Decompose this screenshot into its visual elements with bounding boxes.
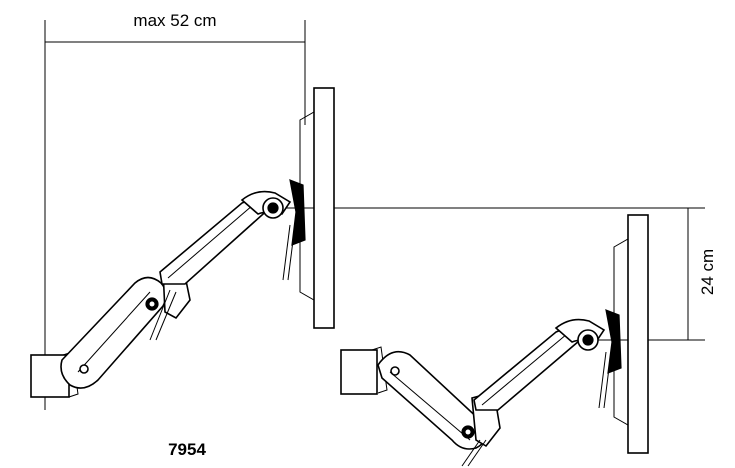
wall-plate-2 bbox=[340, 349, 378, 395]
monitor-arm-extended bbox=[30, 87, 335, 398]
max-extension-label: max 52 cm bbox=[133, 11, 216, 30]
lower-arm-2 bbox=[377, 350, 487, 450]
model-number: 7954 bbox=[168, 440, 206, 459]
monitor-folded bbox=[613, 214, 649, 454]
lower-arm bbox=[60, 276, 167, 389]
height-adjust-label: 24 cm bbox=[698, 249, 717, 295]
upper-arm-2 bbox=[473, 318, 606, 411]
tilt-head bbox=[262, 179, 306, 281]
max-extension-dimension bbox=[44, 20, 306, 410]
monitor-extended bbox=[299, 87, 335, 329]
monitor-arm-folded bbox=[340, 214, 649, 467]
